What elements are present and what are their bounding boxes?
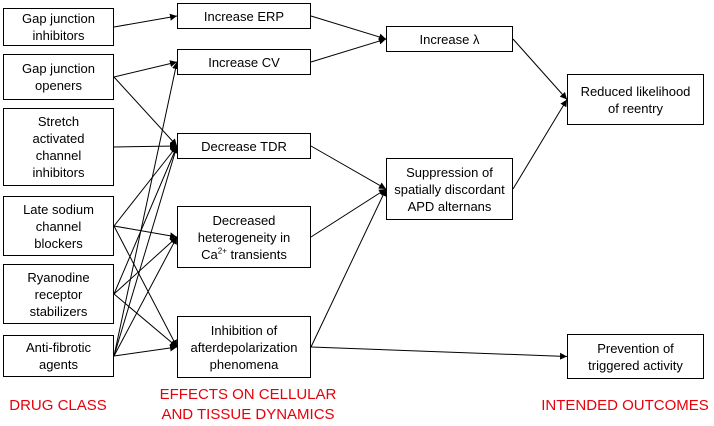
arrow-inhibition_afterdepolarization-to-prevention_triggered [310,346,568,360]
label-text: EFFECTS ON CELLULAR [159,386,337,403]
node-text-suffix: transients [226,246,287,262]
node-text: Increase ERP [203,8,285,24]
node-text: stabilizers [29,303,88,319]
arrow-anti_fibrotic_agents-to-increase_cv [113,61,179,357]
node-text: Decreased [212,212,276,228]
node-anti-fibrotic-agents: Anti-fibrotic agents [3,335,114,377]
node-text: Increase λ [419,31,480,47]
node-text: spatially discordant [394,181,505,197]
node-late-sodium-channel-blockers: Late sodium channel blockers [3,196,114,256]
arrow-gap_junction_openers-to-increase_cv [113,60,178,78]
superscript-charge: 2+ [217,246,227,256]
column-label-outcomes: INTENDED OUTCOMES [536,396,714,416]
arrow-stretch_activated_channel_inhibitors-to-decrease_tdr [113,142,178,150]
node-stretch-activated-channel-inhibitors: Stretch activated channel inhibitors [3,108,114,186]
node-text: openers [35,78,82,93]
node-ryanodine-receptor-stabilizers: Ryanodine receptor stabilizers [3,264,114,324]
node-text: inhibitors [32,28,85,43]
node-text: Prevention of [597,340,674,356]
node-text: blockers [34,235,83,251]
node-text: afterdepolarization [190,339,298,355]
node-text: heterogeneity in [197,229,291,245]
node-text: Anti-fibrotic [25,340,92,355]
arrow-gap_junction_openers-to-decrease_tdr [113,76,178,147]
node-increase-erp: Increase ERP [177,3,311,29]
node-text: channel [35,148,82,163]
node-text: receptor [34,286,83,302]
arrow-ryanodine_receptor_stabilizers-to-inhibition_afterdepolarization [113,293,178,348]
arrow-anti_fibrotic_agents-to-inhibition_afterdepolarization [113,344,178,357]
node-text: Late sodium [23,201,94,217]
arrow-late_sodium_channel_blockers-to-decrease_tdr [113,145,178,227]
arrow-increase_erp-to-increase_lambda [310,15,387,41]
node-suppression-alternans: Suppression of spatially discordant APD … [386,158,513,220]
column-label-drug-class: DRUG CLASS [0,396,116,416]
node-reduced-reentry: Reduced likelihood of reentry [567,74,704,125]
label-text: AND TISSUE DYNAMICS [161,406,335,423]
label-text: DRUG CLASS [9,397,107,414]
node-text: agents [38,357,79,372]
node-prevention-triggered: Prevention of triggered activity [567,334,704,379]
node-text: Stretch [37,114,80,129]
node-text: inhibitors [32,165,85,180]
node-inhibition-afterdepolarization: Inhibition of afterdepolarization phenom… [177,316,311,378]
arrow-ryanodine_receptor_stabilizers-to-decreased_heterogeneity [113,236,178,295]
arrow-anti_fibrotic_agents-to-decrease_tdr [113,145,179,357]
node-text: Gap junction [22,11,95,26]
node-text: phenomena [209,356,279,372]
column-label-effects: EFFECTS ON CELLULAR AND TISSUE DYNAMICS [150,385,346,425]
arrow-decreased_heterogeneity-to-suppression_alternans [310,188,387,238]
arrow-late_sodium_channel_blockers-to-inhibition_afterdepolarization [113,225,178,348]
node-increase-cv: Increase CV [177,49,311,75]
node-gap-junction-inhibitors: Gap junction inhibitors [3,8,114,46]
arrow-inhibition_afterdepolarization-to-suppression_alternans [310,188,387,348]
node-text: Reduced likelihood [580,83,691,99]
node-text: triggered activity [588,357,683,373]
arrow-suppression_alternans-to-reduced_reentry [512,99,568,190]
arrow-increase_lambda-to-reduced_reentry [512,38,568,100]
node-decreased-heterogeneity: Decreased heterogeneity in Ca2+ transien… [177,206,311,268]
node-text-prefix: Ca [201,246,218,262]
label-text: INTENDED OUTCOMES [541,397,709,414]
node-decrease-tdr: Decrease TDR [177,133,311,159]
arrow-decrease_tdr-to-suppression_alternans [310,145,387,190]
node-gap-junction-openers: Gap junction openers [3,54,114,100]
node-text: channel [35,218,82,234]
node-text: Decrease TDR [201,138,287,154]
arrow-ryanodine_receptor_stabilizers-to-decrease_tdr [113,145,178,295]
arrow-anti_fibrotic_agents-to-decreased_heterogeneity [113,236,178,357]
node-text: Gap junction [22,61,95,76]
node-text: Increase CV [208,54,280,70]
node-text-ca-transients: Ca2+ transients [198,246,291,263]
node-text: of reentry [608,100,663,116]
node-increase-lambda: Increase λ [386,26,513,52]
node-text: Suppression of [406,164,493,180]
arrow-gap_junction_inhibitors-to-increase_erp [113,13,178,28]
arrow-increase_cv-to-increase_lambda [310,37,387,63]
node-text: Inhibition of [210,322,278,338]
arrow-late_sodium_channel_blockers-to-decreased_heterogeneity [113,225,178,240]
node-text: activated [32,131,85,146]
node-text: APD alternans [407,198,492,214]
node-text: Ryanodine [27,269,90,285]
